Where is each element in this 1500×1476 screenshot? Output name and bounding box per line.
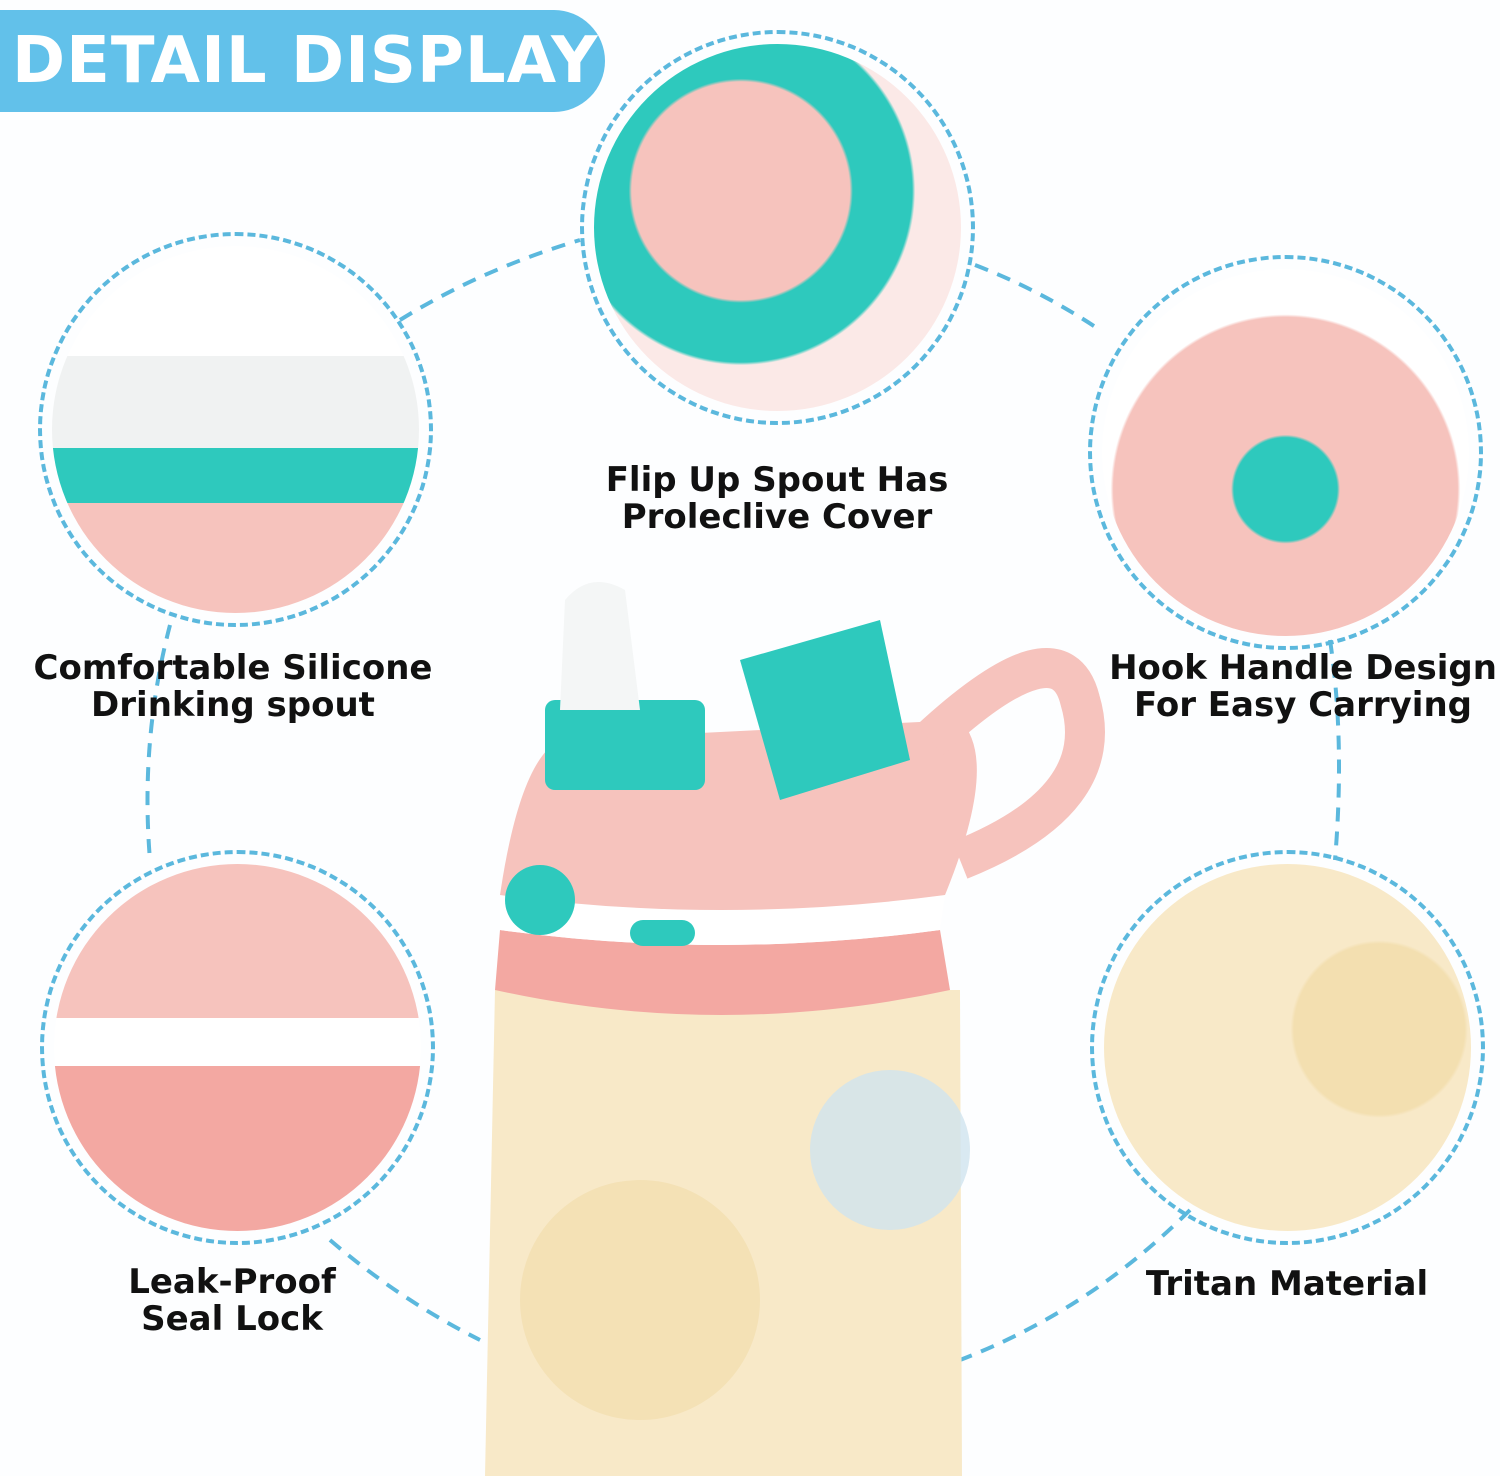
feature-label-tritan: Tritan Material bbox=[1146, 1266, 1428, 1303]
tritan-photo bbox=[1104, 864, 1471, 1231]
silicone-spout-photo bbox=[52, 246, 419, 613]
detail-circle-hook-handle bbox=[1088, 255, 1483, 650]
label-line: Flip Up Spout Has bbox=[605, 460, 949, 500]
header-title: DETAIL DISPLAY bbox=[12, 24, 599, 98]
feature-label-seal-lock: Leak-Proof Seal Lock bbox=[128, 1264, 336, 1338]
label-line: Leak-Proof bbox=[128, 1262, 336, 1302]
detail-circle-flip-spout bbox=[580, 30, 975, 425]
seal-lock-photo bbox=[54, 864, 421, 1231]
detail-circle-tritan bbox=[1090, 850, 1485, 1245]
detail-circle-silicone-spout bbox=[38, 232, 433, 627]
feature-label-flip-spout: Flip Up Spout Has Proleclive Cover bbox=[606, 462, 949, 536]
flip-spout-photo bbox=[594, 44, 961, 411]
label-line: Proleclive Cover bbox=[621, 497, 933, 537]
label-line: Hook Handle Design bbox=[1109, 648, 1497, 688]
hook-handle-photo bbox=[1102, 269, 1469, 636]
detail-circle-seal-lock bbox=[40, 850, 435, 1245]
label-line: Tritan Material bbox=[1145, 1264, 1429, 1304]
label-line: Comfortable Silicone bbox=[33, 648, 433, 688]
feature-label-silicone-spout: Comfortable Silicone Drinking spout bbox=[34, 650, 433, 724]
detail-display-badge: DETAIL DISPLAY bbox=[0, 10, 605, 112]
feature-label-hook-handle: Hook Handle Design For Easy Carrying bbox=[1109, 650, 1497, 724]
bottle-illustration bbox=[485, 582, 1105, 1476]
label-line: Drinking spout bbox=[91, 685, 375, 725]
label-line: For Easy Carrying bbox=[1133, 685, 1472, 725]
label-line: Seal Lock bbox=[141, 1299, 323, 1339]
